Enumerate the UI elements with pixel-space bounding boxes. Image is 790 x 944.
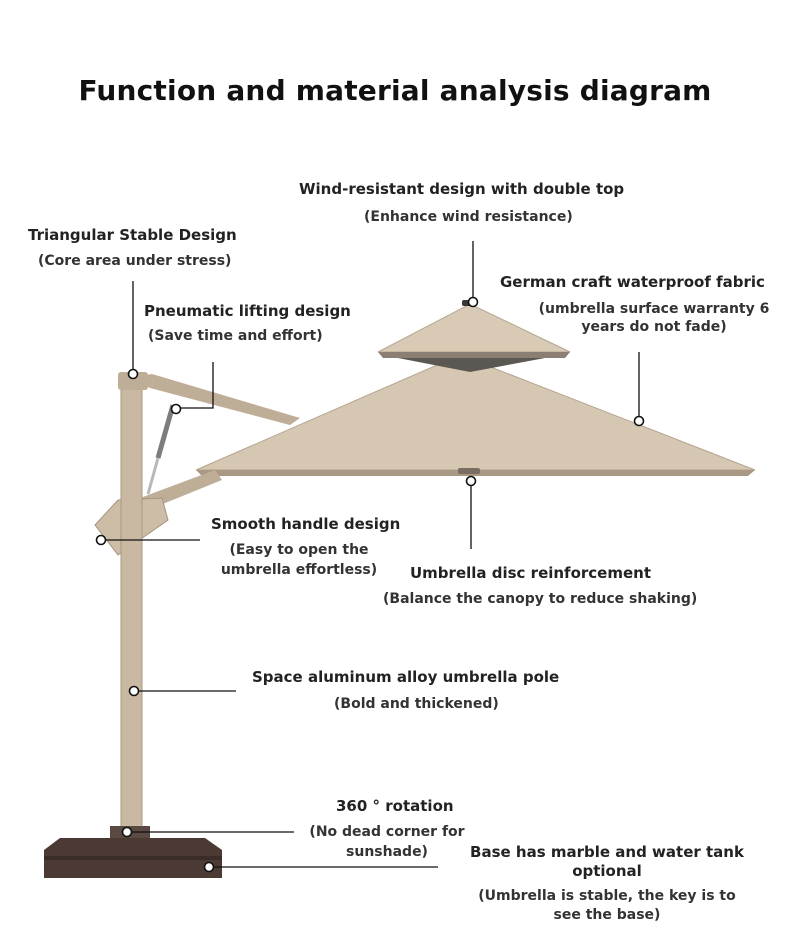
callout-rotation-note-1: (No dead corner for: [309, 824, 465, 840]
callout-pole-label: Space aluminum alloy umbrella pole: [252, 668, 560, 686]
callout-wind-note: (Enhance wind resistance): [364, 209, 573, 225]
callout-triangular-note: (Core area under stress): [38, 253, 232, 269]
callout-pneumatic-label: Pneumatic lifting design: [144, 302, 351, 320]
callout-base-note-2: see the base): [553, 907, 661, 923]
callout-base-note-1: (Umbrella is stable, the key is to: [478, 888, 736, 904]
umbrella-pole: [118, 372, 148, 831]
diagram-title: Function and material analysis diagram: [78, 74, 712, 107]
callout-pneumatic-note: (Save time and effort): [148, 328, 323, 344]
callout-dots: [95, 296, 645, 873]
callout-fabric-note-1: (umbrella surface warranty 6: [538, 301, 770, 317]
canopy: [195, 300, 756, 476]
callout-triangular-label: Triangular Stable Design: [28, 226, 237, 244]
callout-base-label-2: optional: [572, 862, 642, 880]
callout-rotation-label: 360 ° rotation: [336, 797, 454, 815]
callout-handle-note-1: (Easy to open the: [229, 542, 369, 558]
callout-disc-label: Umbrella disc reinforcement: [410, 564, 652, 582]
callout-pole-note: (Bold and thickened): [334, 696, 499, 712]
leader-lines: [101, 241, 640, 868]
callout-fabric-note-2: years do not fade): [581, 319, 727, 335]
callout-handle-label: Smooth handle design: [211, 515, 401, 533]
callout-disc-note: (Balance the canopy to reduce shaking): [383, 591, 698, 607]
umbrella-base: [44, 826, 222, 878]
callout-base-label-1: Base has marble and water tank: [470, 843, 744, 861]
callout-wind-label: Wind-resistant design with double top: [299, 180, 625, 198]
callout-fabric-label: German craft waterproof fabric: [500, 273, 765, 291]
callout-handle-note-2: umbrella effortless): [220, 562, 378, 578]
callout-rotation-note-2: sunshade): [346, 844, 428, 860]
